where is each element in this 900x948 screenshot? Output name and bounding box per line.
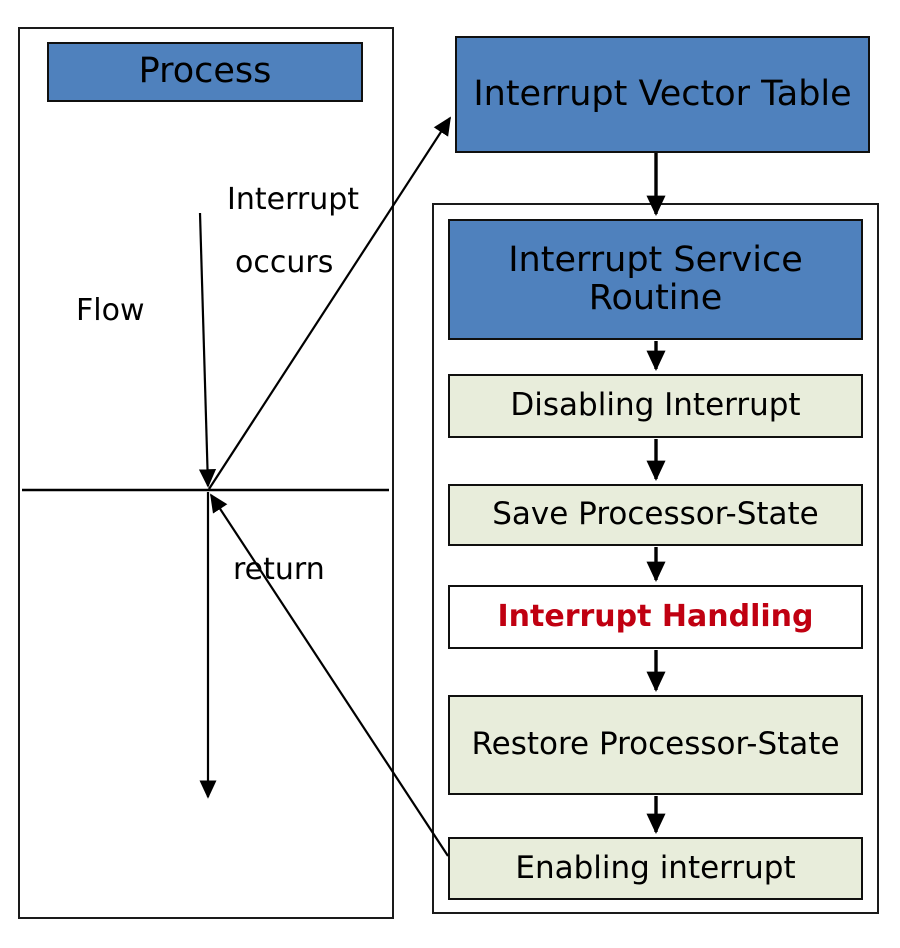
label-occurs: occurs [235,245,334,280]
interrupt-vector-table-box[interactable]: Interrupt Vector Table [455,36,870,153]
interrupt-service-routine-box[interactable]: Interrupt Service Routine [448,219,863,340]
label-interrupt: Interrupt [227,182,360,217]
process-panel [18,27,394,919]
process-box[interactable]: Process [47,42,363,102]
step-save-processor-state[interactable]: Save Processor-State [448,484,863,546]
step-enabling-interrupt[interactable]: Enabling interrupt [448,837,863,900]
step-restore-processor-state[interactable]: Restore Processor-State [448,695,863,795]
step-interrupt-handling[interactable]: Interrupt Handling [448,585,863,649]
label-flow: Flow [76,293,145,328]
step-disabling-interrupt[interactable]: Disabling Interrupt [448,374,863,438]
label-return: return [233,552,325,587]
